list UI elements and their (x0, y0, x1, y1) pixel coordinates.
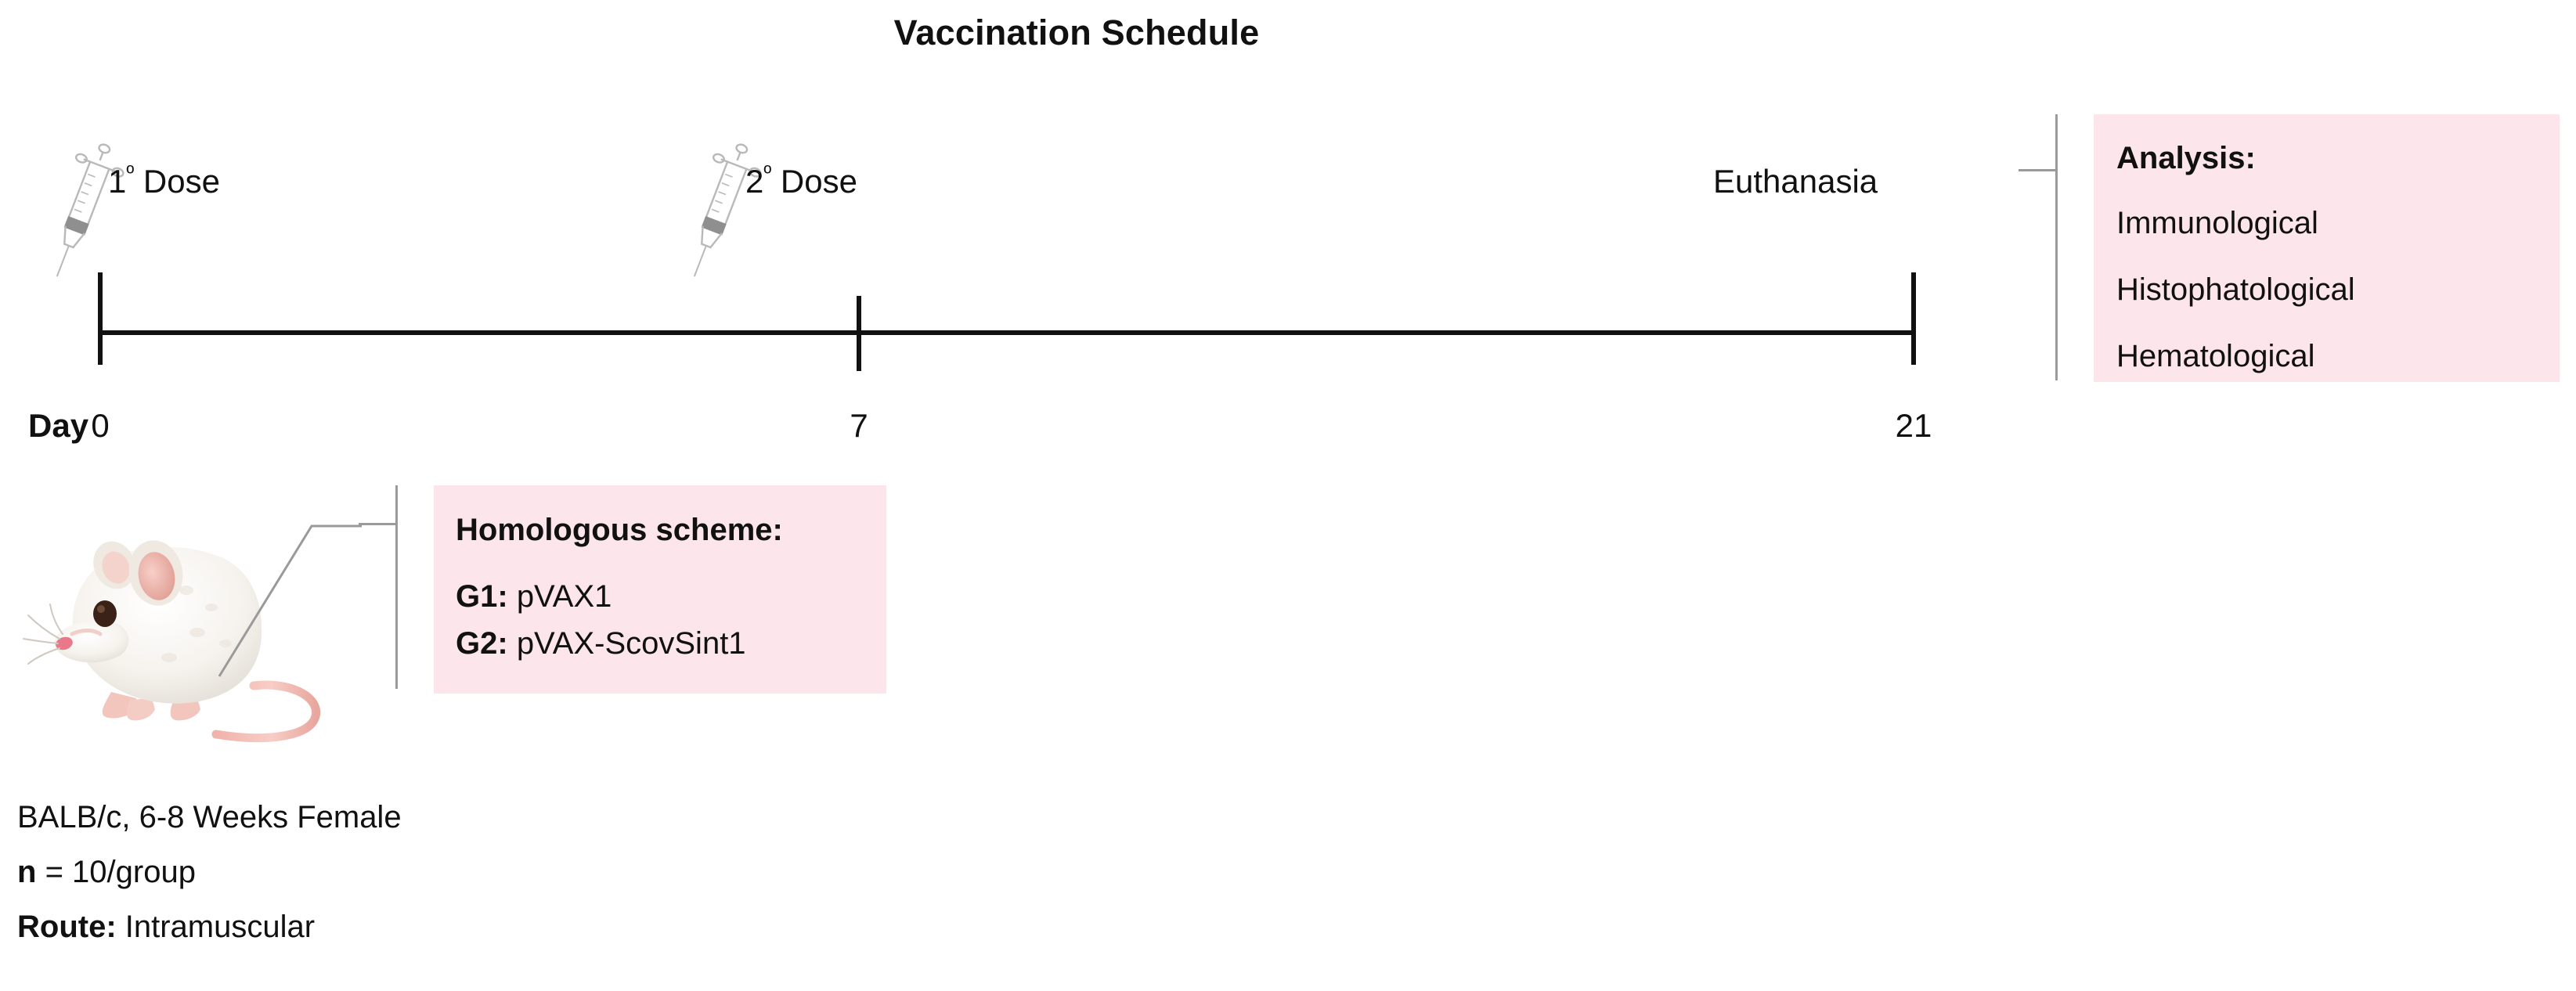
scheme-bracket-vertical (395, 485, 398, 689)
dose-2-text: 2 (745, 163, 764, 200)
animal-n-label: n (17, 855, 37, 889)
day-tick-label-7: 7 (850, 407, 868, 444)
day-tick-label-21: 21 (1895, 407, 1932, 444)
scheme-group-g1-treatment: pVAX1 (516, 579, 612, 614)
scheme-heading: Homologous scheme: (456, 513, 783, 547)
animal-n-value: = 10/group (45, 855, 196, 889)
analysis-item-histophatological: Histophatological (2116, 272, 2355, 307)
syringe-icon (38, 135, 132, 283)
event-label-euthanasia: Euthanasia (1713, 163, 1878, 200)
scheme-bracket-connector (359, 523, 398, 525)
animal-strain-note: BALB/c, 6-8 Weeks Female (17, 800, 402, 834)
animal-route-label: Route: (17, 910, 117, 944)
mouse-leader-line (218, 523, 362, 679)
timeline-tick-day-21 (1911, 272, 1916, 365)
timeline-tick-day-7 (857, 296, 861, 371)
mouse-icon (19, 490, 348, 748)
scheme-group-g2-id: G2: (456, 626, 508, 661)
analysis-box (2094, 114, 2560, 382)
timeline-axis (100, 330, 1914, 335)
animal-n-note: n = 10/group (17, 855, 196, 890)
animal-route-value: Intramuscular (124, 910, 316, 944)
animal-route-note: Route: Intramuscular (17, 910, 315, 945)
page-title: Vaccination Schedule (893, 13, 1260, 52)
scheme-group-g1-id: G1: (456, 579, 508, 614)
homologous-scheme-box (434, 485, 886, 694)
ordinal-mark: º (763, 161, 772, 185)
analysis-heading: Analysis: (2116, 141, 2256, 175)
day-axis-label: Day (28, 407, 89, 444)
analysis-item-immunological: Immunological (2116, 206, 2318, 240)
day-tick-label-0: 0 (91, 407, 110, 444)
analysis-bracket-connector (2019, 169, 2058, 171)
event-label-dose-2: 2º Dose (745, 161, 857, 200)
timeline-tick-day-0 (98, 272, 103, 365)
analysis-bracket-vertical (2055, 114, 2058, 380)
event-label-dose-1: 1º Dose (108, 161, 220, 200)
scheme-group-g2-treatment: pVAX-ScovSint1 (516, 626, 746, 661)
ordinal-mark: º (126, 161, 135, 185)
syringe-icon (675, 135, 769, 283)
scheme-group-g2: G2: pVAX-ScovSint1 (456, 626, 746, 661)
scheme-group-g1: G1: pVAX1 (456, 579, 612, 614)
analysis-item-hematological: Hematological (2116, 339, 2315, 373)
dose-1-text: 1 (108, 163, 127, 200)
